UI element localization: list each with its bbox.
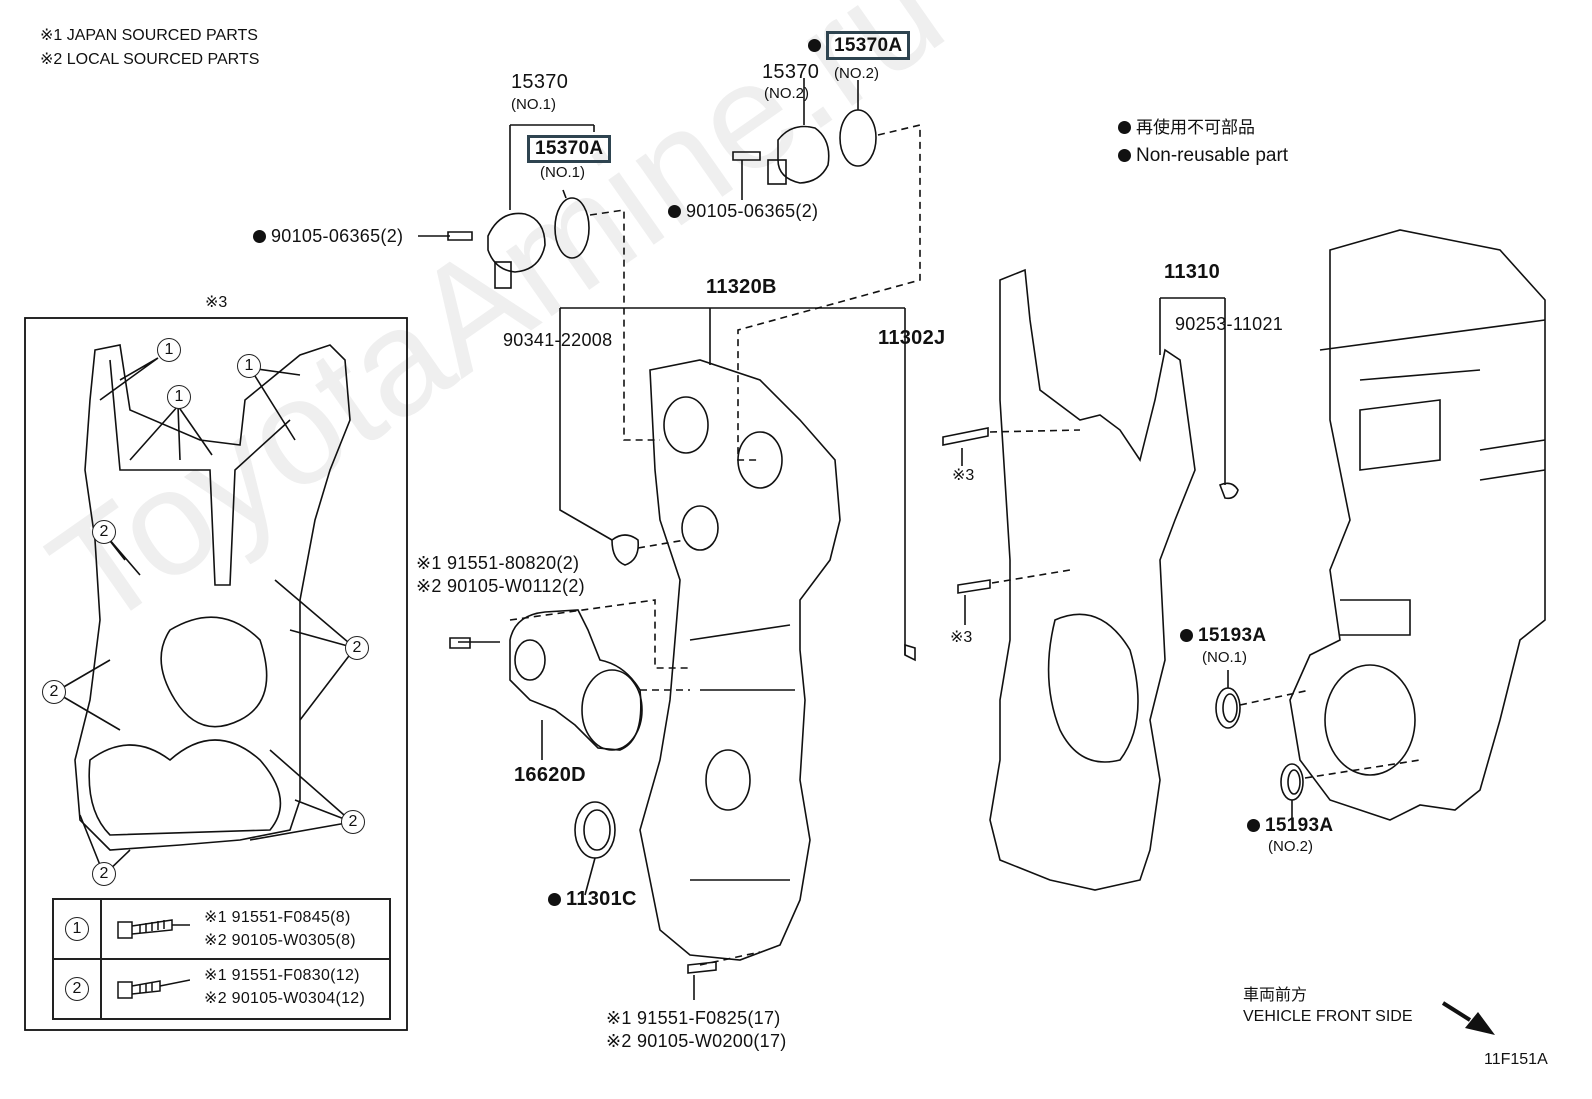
callout-2: 2 [42,680,66,704]
part-11302j: 11302J [878,327,946,349]
bullet-icon [1118,121,1131,134]
part-90105-w0200: ※2 90105-W0200(17) [606,1031,787,1051]
part-15370-no2-sub: (NO.2) [764,85,809,102]
callout-1: 1 [65,917,89,941]
part-15193a-no1: 15193A [1180,626,1266,646]
mark-3-upper: ※3 [952,467,975,484]
mark-3-lower: ※3 [950,629,973,646]
non-reusable-dot-icon [668,205,681,218]
part-11320b: 11320B [706,276,777,298]
callout-1: 1 [237,354,261,378]
part-91551-80820: ※1 91551-80820(2) [416,553,580,573]
table-row: 2 ※1 91551-F0830(12) ※2 90105-W0304(12) [54,958,389,1018]
note-japan: ※1 JAPAN SOURCED PARTS [40,27,258,44]
table-part-jp: ※1 91551-F0845(8) [204,909,351,926]
legend-jp: 再使用不可部品 [1118,118,1255,138]
table-part-local: ※2 90105-W0304(12) [204,990,366,1007]
gasket-outline [74,344,351,851]
part-91551-f0825: ※1 91551-F0825(17) [606,1008,781,1028]
inset-marker: ※3 [205,294,228,311]
non-reusable-dot-icon [808,39,821,52]
non-reusable-dot-icon [1180,629,1193,642]
part-15370a-no2-sub: (NO.2) [834,65,879,82]
engine-block-outline [1289,229,1546,821]
callout-1: 1 [167,385,191,409]
table-key-cell: 1 [54,900,102,958]
rear-plate-outline [989,268,1196,891]
direction-jp: 車両前方 [1243,987,1308,1004]
part-15370-no2: 15370 [762,61,820,83]
part-15193a-no1-sub: (NO.1) [1202,649,1247,666]
part-90105-w0112: ※2 90105-W0112(2) [416,576,585,596]
note-local: ※2 LOCAL SOURCED PARTS [40,51,260,68]
part-11301c: 11301C [548,889,637,909]
table-part-local: ※2 90105-W0305(8) [204,932,356,949]
bolt-icon [117,919,190,939]
inset-frame [24,317,408,1031]
callout-2: 2 [92,520,116,544]
part-15193a-no2-sub: (NO.2) [1268,838,1313,855]
callout-2: 2 [65,977,89,1001]
part-90341: 90341-22008 [503,330,613,350]
callout-2: 2 [345,636,369,660]
part-bolt-left: 90105-06365(2) [253,226,403,246]
non-reusable-dot-icon [548,893,561,906]
part-15370-no1: 15370 [511,71,569,93]
callout-1: 1 [157,338,181,362]
fastener-table: 1 ※1 91551-F0845(8) ※2 90105-W0305(8) 2 … [52,898,391,1020]
part-15370a-no1-sub: (NO.1) [540,164,585,181]
part-90253: 90253-11021 [1175,314,1284,334]
figure-id: 11F151A [1484,1051,1548,1068]
legend-en: Non-reusable part [1118,146,1288,166]
timing-cover-outline [639,359,841,961]
table-row: 1 ※1 91551-F0845(8) ※2 90105-W0305(8) [54,900,389,958]
callout-2: 2 [92,862,116,886]
part-16620d: 16620D [514,764,586,786]
part-15193a-no2: 15193A [1247,816,1333,836]
table-part-jp: ※1 91551-F0830(12) [204,967,360,984]
bolt-icon [117,979,190,999]
table-key-cell: 2 [54,960,102,1018]
direction-en: VEHICLE FRONT SIDE [1243,1008,1413,1025]
part-15370-no1-sub: (NO.1) [511,96,556,113]
part-bolt-top: 90105-06365(2) [668,201,818,221]
part-11310: 11310 [1164,261,1221,283]
part-15370a-no2: 15370A [808,31,911,60]
non-reusable-dot-icon [253,230,266,243]
bullet-icon [1118,149,1131,162]
non-reusable-dot-icon [1247,819,1260,832]
callout-2: 2 [341,810,365,834]
part-15370a-no1: 15370A [527,135,612,163]
